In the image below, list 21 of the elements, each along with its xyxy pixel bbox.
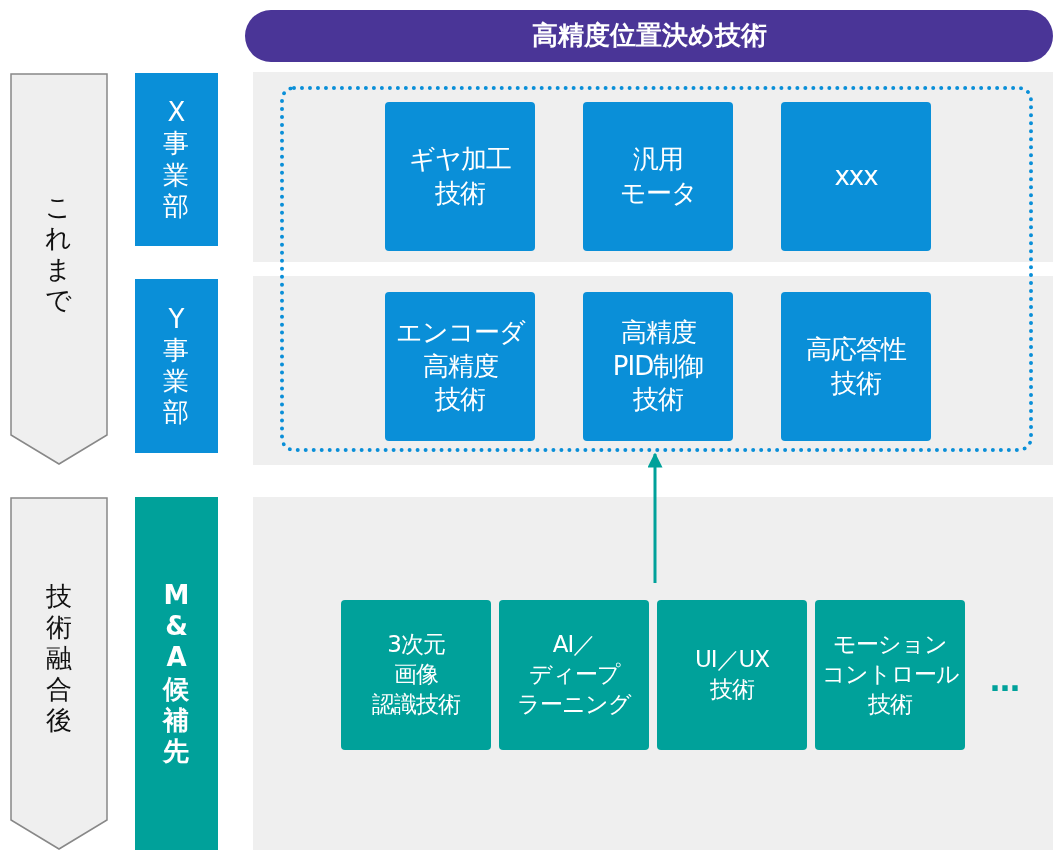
dotted-group-box xyxy=(280,86,1033,452)
candidate-label: M&A候補先 xyxy=(135,497,218,850)
technology-box: 高精度PID制御技術 xyxy=(583,292,733,441)
division-label: X事業部 xyxy=(135,73,218,246)
technology-box: モーションコントロール技術 xyxy=(815,600,965,750)
technology-box: エンコーダ高精度技術 xyxy=(385,292,535,441)
technology-box: xxx xyxy=(781,102,931,251)
title-banner: 高精度位置決め技術 xyxy=(245,10,1053,62)
technology-box: AI／ディープラーニング xyxy=(499,600,649,750)
technology-box: ギヤ加工技術 xyxy=(385,102,535,251)
arrow xyxy=(647,452,663,583)
stage-banner xyxy=(10,73,108,465)
technology-box: 汎用モータ xyxy=(583,102,733,251)
ellipsis-text: … xyxy=(989,661,1021,700)
stage-banner xyxy=(10,497,108,850)
technology-box: 高応答性技術 xyxy=(781,292,931,441)
chevron-label: これまで xyxy=(45,191,73,317)
division-label: Y事業部 xyxy=(135,279,218,453)
technology-box: UI／UX技術 xyxy=(657,600,807,750)
chevron-label: 技術融合後 xyxy=(45,580,73,737)
technology-box: 3次元画像認識技術 xyxy=(341,600,491,750)
